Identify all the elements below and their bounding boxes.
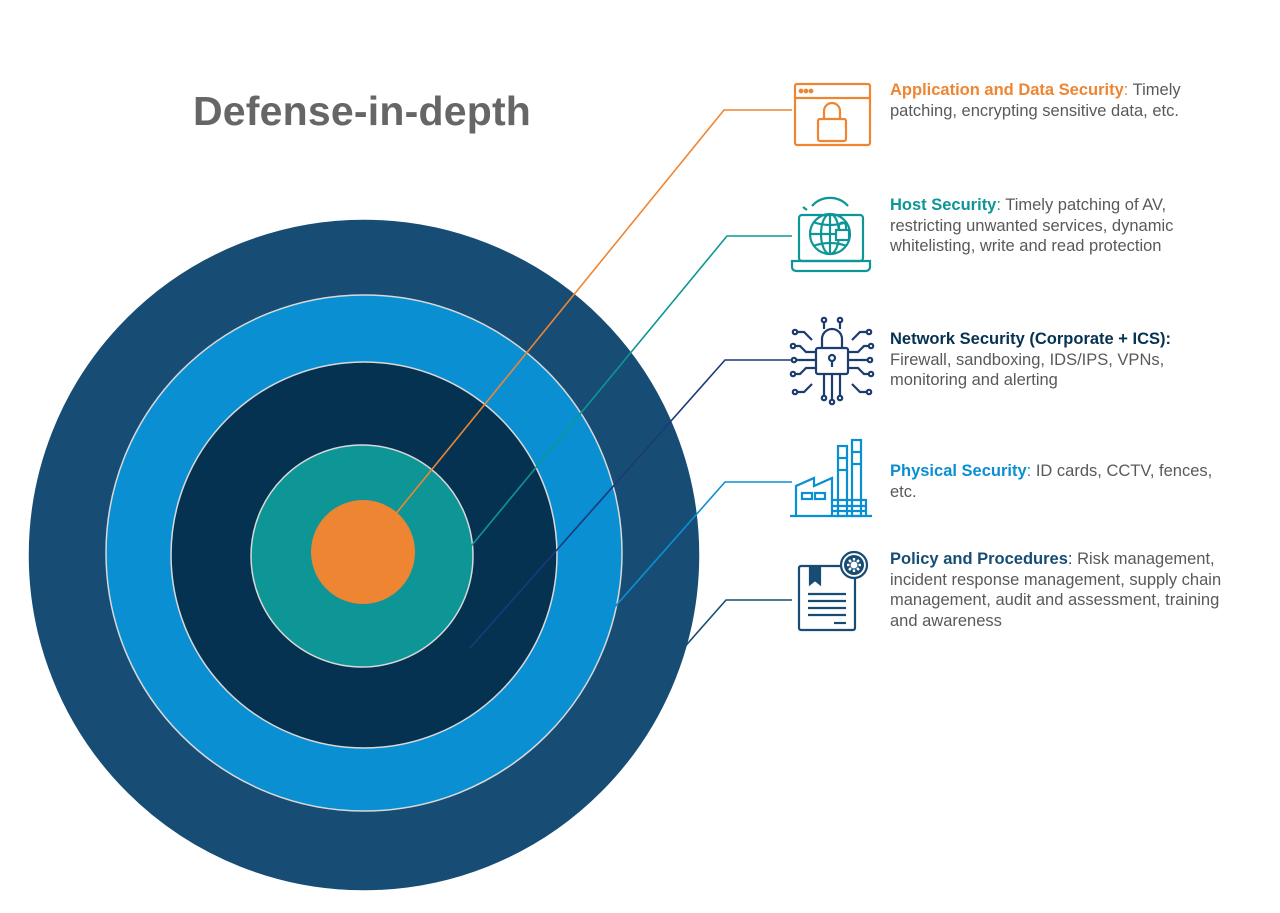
leader-line-host — [424, 235, 792, 603]
layer-application-title: Application and Data Security — [890, 81, 1124, 99]
browser-lock-icon — [793, 82, 872, 147]
layer-policy-sep: : — [1067, 550, 1073, 568]
layer-network-description: Firewall, sandboxing, IDS/IPS, VPNs, mon… — [890, 350, 1165, 390]
layer-host-text: Host Security: Timely patching of AV, re… — [890, 195, 1230, 257]
layer-policy-text: Policy and Procedures: Risk management, … — [890, 549, 1230, 631]
laptop-globe-lock-icon — [790, 196, 872, 273]
layer-network-sep: : — [1165, 330, 1172, 348]
leader-line-policy — [584, 599, 792, 761]
layer-physical-sep: : — [1026, 462, 1032, 480]
layer-policy-title: Policy and Procedures — [890, 550, 1068, 568]
leader-line-network — [469, 359, 792, 649]
layer-network-title: Network Security (Corporate + ICS) — [890, 330, 1166, 348]
factory-icon — [790, 438, 872, 518]
leader-line-physical — [529, 481, 792, 704]
layer-application-description: Timely patching, encrypting sensitive da… — [890, 81, 1181, 120]
layer-physical-text: Physical Security: ID cards, CCTV, fence… — [890, 461, 1230, 502]
layer-application-sep: : — [1123, 81, 1129, 99]
certificate-document-icon — [797, 550, 869, 632]
layer-physical-title: Physical Security — [890, 462, 1027, 480]
page-title: Defense-in-depth — [193, 88, 532, 134]
layer-application-text: Application and Data Security: Timely pa… — [890, 80, 1230, 121]
ring-application-core — [311, 500, 415, 604]
layer-host-description: Timely patching of AV, restricting unwan… — [890, 196, 1174, 255]
layer-physical-description: ID cards, CCTV, fences, etc. — [890, 462, 1213, 501]
leader-line-application — [367, 109, 792, 549]
layer-policy-description: Risk management, incident response manag… — [890, 550, 1222, 630]
layer-host-sep: : — [996, 196, 1001, 214]
layer-host-title: Host Security — [890, 196, 997, 214]
circuit-padlock-icon — [789, 316, 875, 406]
layer-network-text: Network Security (Corporate + ICS): Fire… — [890, 329, 1230, 391]
